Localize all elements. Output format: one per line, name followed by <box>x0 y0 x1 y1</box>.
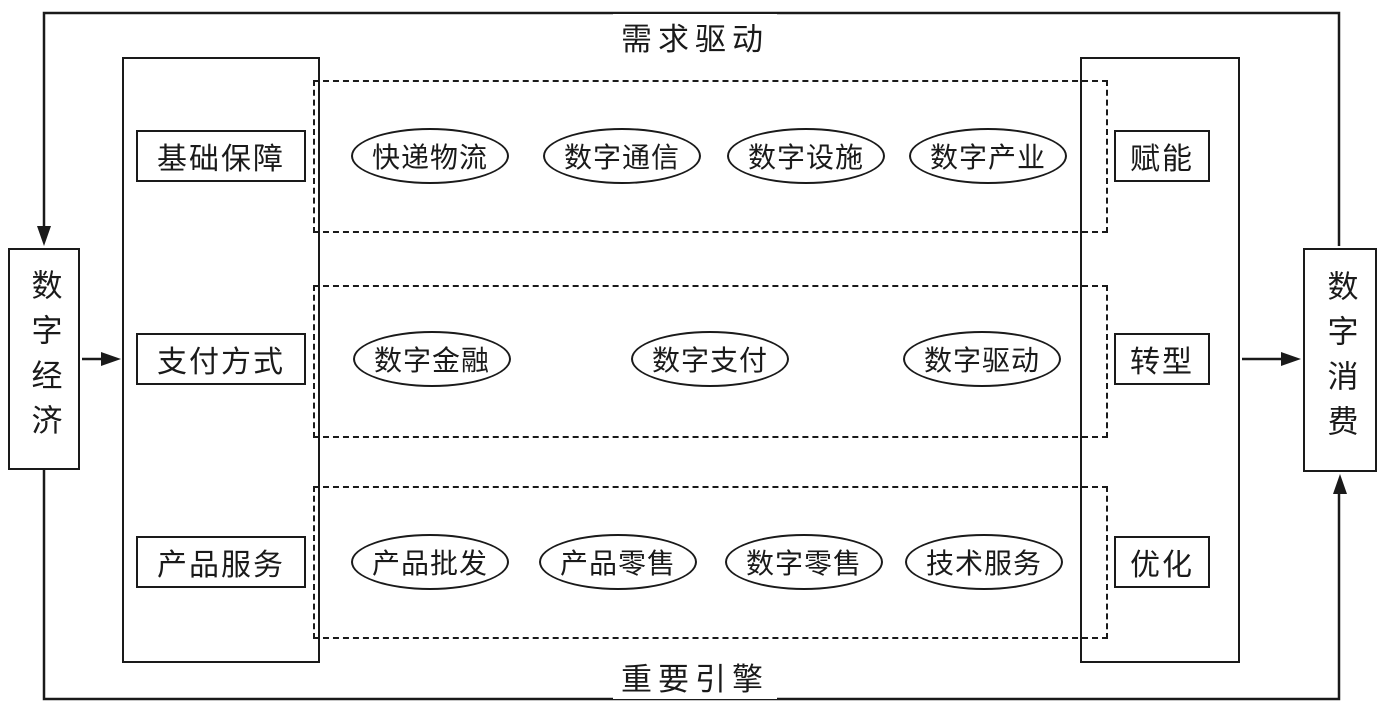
pillar-payment-method: 支付方式 <box>136 333 306 385</box>
technical-services-label: 技术服务 <box>925 549 1042 580</box>
key-engine-label: 重要引擎 <box>613 654 777 699</box>
outcome-empower: 赋能 <box>1114 130 1210 182</box>
dashed-group-row-1 <box>313 80 1108 233</box>
demand-loop-line <box>42 11 1341 246</box>
digital-payment-label: 数字支付 <box>651 346 768 377</box>
outcome-transform-label: 转型 <box>1130 346 1194 379</box>
ellipse-digital-industry: 数字产业 <box>909 128 1067 184</box>
digital-communication-label: 数字通信 <box>563 143 680 174</box>
ellipse-digital-facilities: 数字设施 <box>727 128 885 184</box>
arrowhead-into-consumption-icon <box>1333 474 1347 494</box>
ellipse-product-retail: 产品零售 <box>539 534 697 590</box>
pillar-product-service: 产品服务 <box>136 536 306 588</box>
digital-retail-label: 数字零售 <box>745 549 862 580</box>
express-logistics-label: 快递物流 <box>371 143 488 174</box>
ellipse-digital-payment: 数字支付 <box>631 331 789 387</box>
ellipse-technical-services: 技术服务 <box>905 534 1063 590</box>
outcomes-column <box>1080 57 1240 663</box>
digital-drive-label: 数字驱动 <box>923 346 1040 377</box>
ellipse-digital-retail: 数字零售 <box>725 534 883 590</box>
outcome-optimize: 优化 <box>1114 536 1210 588</box>
dashed-group-row-2 <box>313 285 1108 438</box>
ellipse-product-wholesale: 产品批发 <box>351 534 509 590</box>
outcome-transform: 转型 <box>1114 333 1210 385</box>
digital-economy-node: 数字经济 <box>8 248 80 470</box>
ellipse-digital-communication: 数字通信 <box>543 128 701 184</box>
ellipse-digital-drive: 数字驱动 <box>903 331 1061 387</box>
arrowhead-outcomes-to-consumption-icon <box>1281 352 1301 366</box>
pillar-product-service-label: 产品服务 <box>157 549 285 582</box>
digital-finance-label: 数字金融 <box>373 346 490 377</box>
engine-loop-line <box>42 470 1341 701</box>
pillar-payment-method-label: 支付方式 <box>157 346 285 379</box>
pillar-basic-support: 基础保障 <box>136 130 306 182</box>
ellipse-express-logistics: 快递物流 <box>351 128 509 184</box>
digital-economy-label: 数字经济 <box>26 269 62 449</box>
product-retail-label: 产品零售 <box>559 549 676 580</box>
digital-consumption-label: 数字消费 <box>1322 270 1358 450</box>
ellipse-digital-finance: 数字金融 <box>353 331 511 387</box>
outcome-optimize-label: 优化 <box>1130 549 1194 582</box>
demand-driven-label: 需求驱动 <box>613 14 777 59</box>
digital-facilities-label: 数字设施 <box>747 143 864 174</box>
digital-consumption-node: 数字消费 <box>1303 248 1377 472</box>
arrowhead-economy-to-pillars-icon <box>101 352 121 366</box>
pillar-basic-support-label: 基础保障 <box>157 143 285 176</box>
product-wholesale-label: 产品批发 <box>371 549 488 580</box>
outcome-empower-label: 赋能 <box>1130 143 1194 176</box>
digital-industry-label: 数字产业 <box>929 143 1046 174</box>
pillars-column <box>122 57 320 663</box>
arrowhead-into-economy-icon <box>37 226 51 246</box>
dashed-group-row-3 <box>313 486 1108 639</box>
